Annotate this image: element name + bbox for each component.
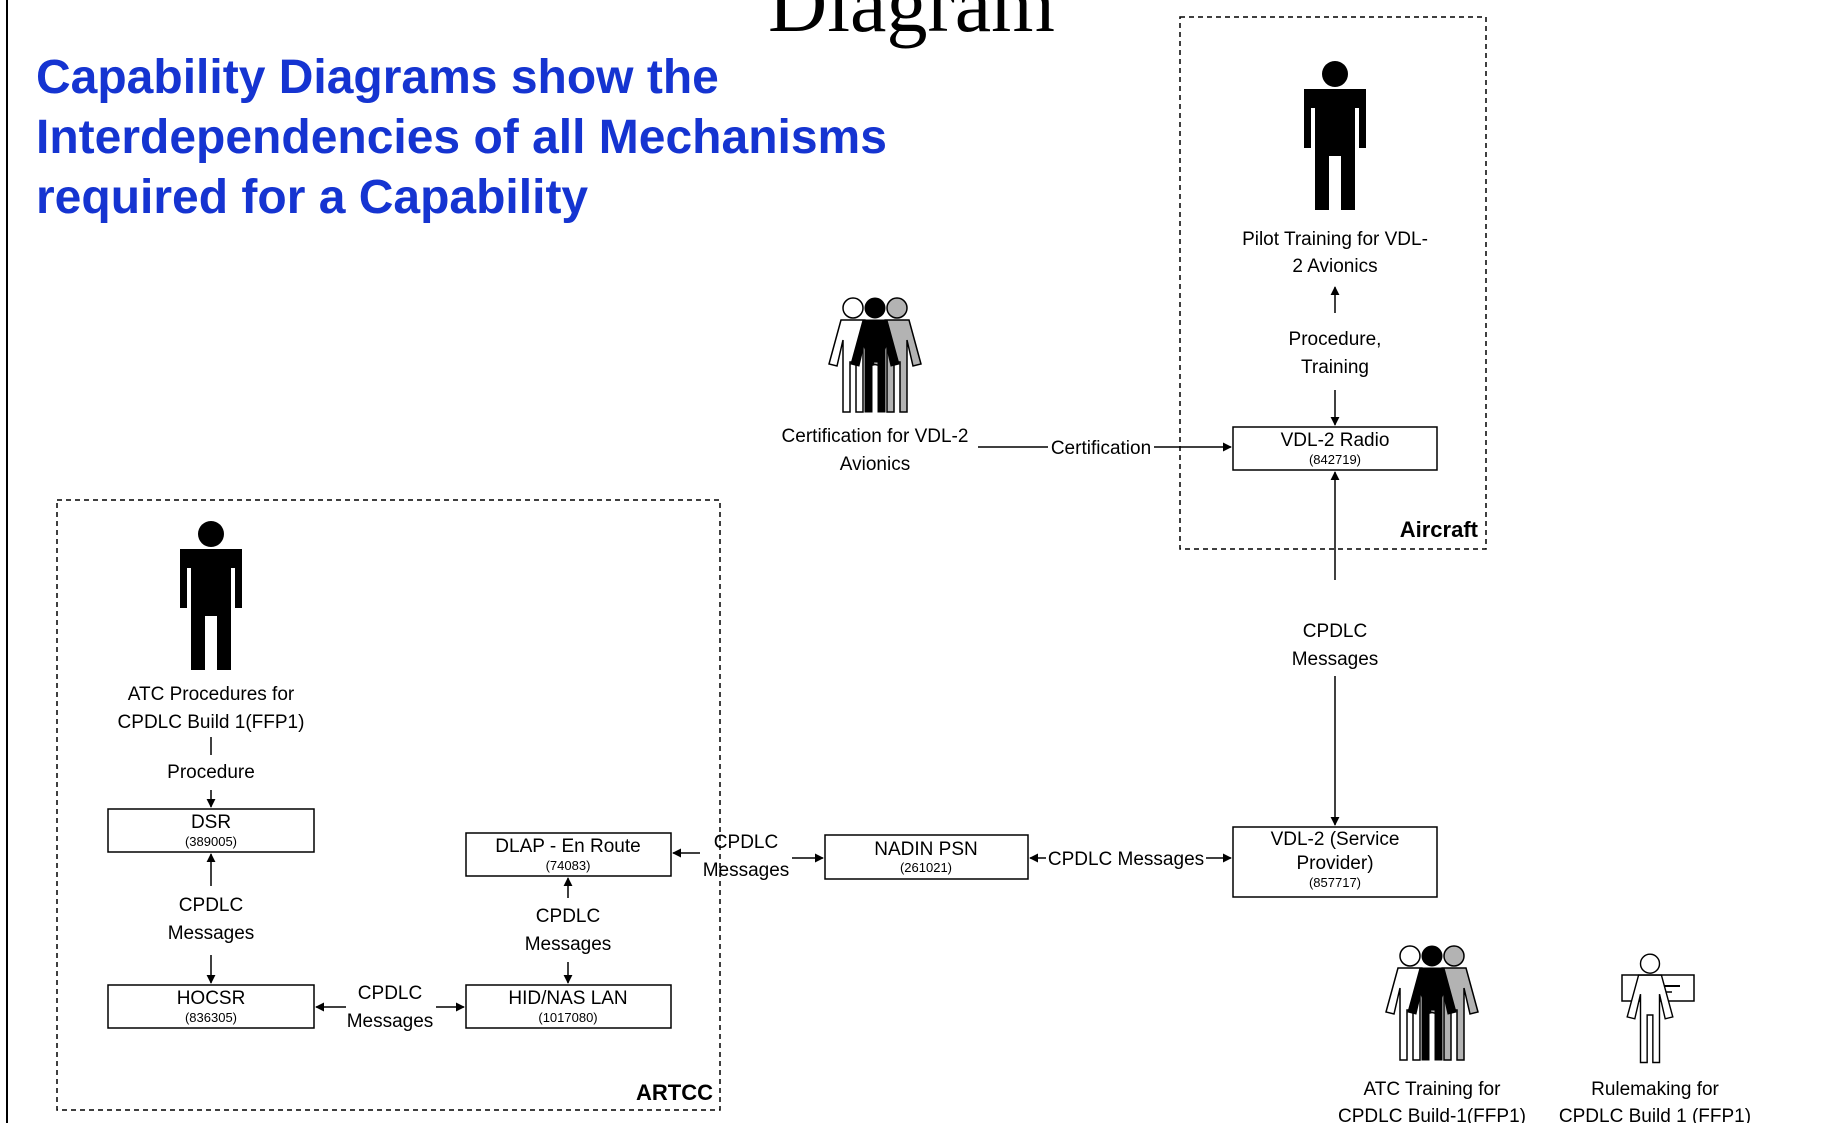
- atc-procedures-figure: ATC Procedures for CPDLC Build 1(FFP1): [118, 521, 305, 733]
- slide-title: Diagram: [768, 0, 1055, 49]
- hid-nas-lan-box: HID/NAS LAN (1017080): [465, 984, 672, 1029]
- link-label: Messages: [703, 860, 790, 881]
- person-icon: [1304, 61, 1366, 210]
- connector-lines: [206, 286, 1340, 1012]
- link-label: CPDLC: [179, 895, 243, 916]
- box-id: (261021): [900, 860, 952, 875]
- figure-label-line: ATC Training for: [1364, 1079, 1502, 1100]
- link-label: CPDLC: [536, 906, 600, 927]
- heading-line-2: Interdependencies of all Mechanisms: [36, 111, 887, 164]
- pilot-training-figure: Pilot Training for VDL- 2 Avionics: [1242, 61, 1428, 277]
- link-label: Messages: [525, 934, 612, 955]
- box-name: HID/NAS LAN: [508, 988, 627, 1009]
- person-icon: [180, 521, 242, 670]
- figure-label-line: Certification for VDL-2: [782, 426, 969, 447]
- box-name: DSR: [191, 812, 231, 833]
- link-label: Certification: [1051, 438, 1151, 459]
- certification-figure: Certification for VDL-2 Avionics: [782, 298, 969, 475]
- left-border-line: [6, 0, 8, 1123]
- heading-line-1: Capability Diagrams show the: [36, 51, 719, 104]
- aircraft-region-label: Aircraft: [1400, 517, 1479, 542]
- box-id: (1017080): [538, 1010, 597, 1025]
- figure-label-line: CPDLC Build 1(FFP1): [118, 712, 305, 733]
- group-icon: [829, 298, 921, 412]
- figure-label-line: 2 Avionics: [1292, 256, 1377, 277]
- dsr-box: DSR (389005): [107, 808, 315, 853]
- nadin-psn-box: NADIN PSN (261021): [824, 834, 1029, 880]
- box-name: NADIN PSN: [874, 839, 977, 860]
- link-label: Procedure: [167, 762, 255, 783]
- link-label: CPDLC: [358, 983, 422, 1004]
- link-label: Messages: [347, 1011, 434, 1032]
- box-name: HOCSR: [177, 988, 246, 1009]
- slide-heading: Capability Diagrams show the Interdepend…: [36, 48, 1016, 228]
- link-label: Procedure,: [1289, 329, 1382, 350]
- figure-label-line: CPDLC Build-1(FFP1): [1338, 1106, 1526, 1123]
- figure-label-line: Avionics: [840, 454, 910, 475]
- rulemaking-figure: Rulemaking for CPDLC Build 1 (FFP1): [1559, 953, 1751, 1123]
- figure-label-line: CPDLC Build 1 (FFP1): [1559, 1106, 1751, 1123]
- box-name: VDL-2 (Service: [1271, 829, 1400, 850]
- rulemaking-icon: [1621, 953, 1695, 1064]
- box-id: (836305): [185, 1010, 237, 1025]
- link-label: CPDLC: [714, 832, 778, 853]
- link-label: Messages: [1292, 649, 1379, 670]
- figure-label-line: Pilot Training for VDL-: [1242, 229, 1428, 250]
- link-label: CPDLC: [1303, 621, 1367, 642]
- link-label: CPDLC Messages: [1048, 849, 1204, 870]
- heading-line-3: required for a Capability: [36, 171, 589, 224]
- hocsr-box: HOCSR (836305): [107, 984, 315, 1029]
- box-id: (389005): [185, 834, 237, 849]
- aircraft-region: [1179, 16, 1487, 550]
- artcc-region-label: ARTCC: [636, 1080, 713, 1105]
- box-name: VDL-2 Radio: [1281, 430, 1390, 451]
- box-name: Provider): [1296, 853, 1373, 874]
- vdl2-service-provider-box: VDL-2 (Service Provider) (857717): [1232, 826, 1438, 898]
- artcc-region: [56, 499, 721, 1111]
- figure-label-line: ATC Procedures for: [128, 684, 295, 705]
- vdl2-radio-box: VDL-2 Radio (842719): [1232, 426, 1438, 471]
- atc-training-figure: ATC Training for CPDLC Build-1(FFP1): [1338, 946, 1526, 1123]
- link-label: Messages: [168, 923, 255, 944]
- box-id: (74083): [546, 858, 591, 873]
- group-icon: [1386, 946, 1478, 1060]
- dlap-en-route-box: DLAP - En Route (74083): [465, 832, 672, 877]
- figure-label-line: Rulemaking for: [1591, 1079, 1719, 1100]
- link-label: Training: [1301, 357, 1369, 378]
- box-id: (857717): [1309, 875, 1361, 890]
- box-name: DLAP - En Route: [495, 836, 640, 857]
- box-id: (842719): [1309, 452, 1361, 467]
